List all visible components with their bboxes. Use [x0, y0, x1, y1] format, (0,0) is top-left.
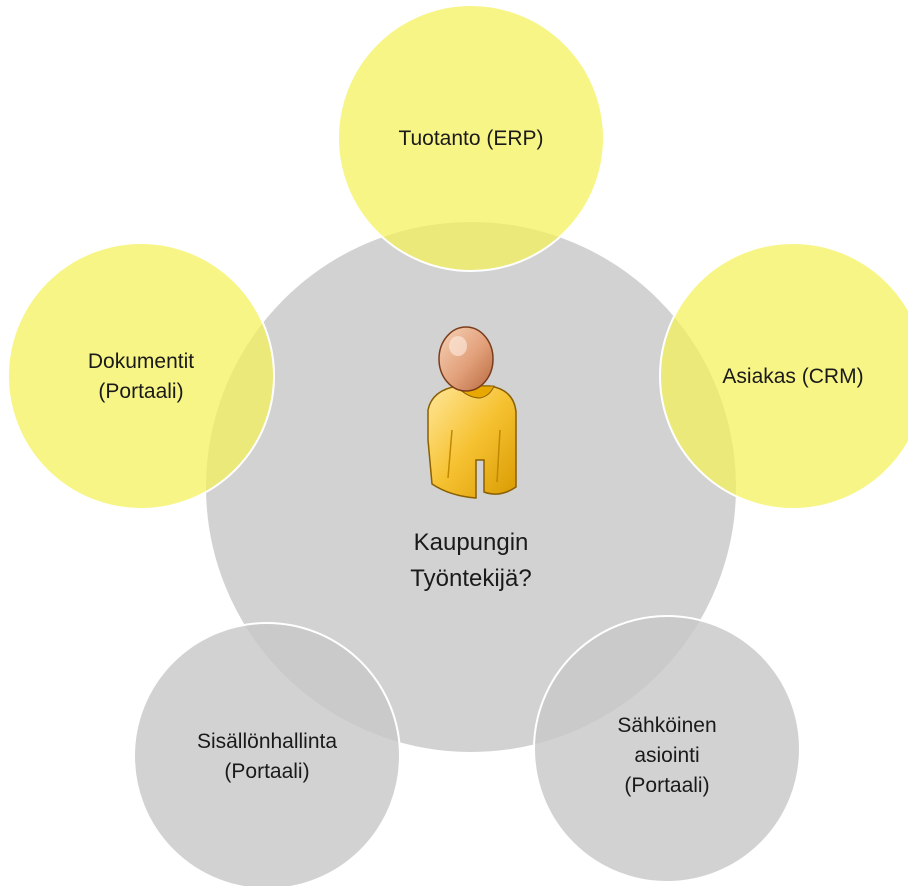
label-line: (Portaali) [98, 380, 183, 403]
label-line: Dokumentit [88, 350, 194, 373]
satellite-label-sisallonhallinta: Sisällönhallinta (Portaali) [197, 730, 337, 783]
label-line: Tuotanto (ERP) [398, 127, 543, 150]
label-line: Työntekijä? [410, 565, 531, 592]
satellite-circle-dokumentit [7, 242, 275, 510]
label-line: asiointi [634, 744, 699, 767]
label-line: Sähköinen [617, 714, 716, 737]
label-line: (Portaali) [224, 760, 309, 783]
satellite-circle-asiakas [659, 242, 908, 510]
satellite-label-sahkoinen: Sähköinen asiointi (Portaali) [617, 714, 716, 797]
label-line: Asiakas (CRM) [722, 365, 863, 388]
satellite-label-asiakas: Asiakas (CRM) [722, 365, 863, 388]
satellite-label-dokumentit: Dokumentit (Portaali) [88, 350, 194, 403]
label-line: Sisällönhallinta [197, 730, 337, 753]
satellite-circle-sahkoinen [533, 615, 801, 883]
person-icon [427, 326, 517, 499]
satellite-circle-tuotanto [337, 4, 605, 272]
satellite-circle-sisallonhallinta [133, 622, 401, 886]
label-line: Kaupungin [414, 529, 529, 556]
label-line: (Portaali) [624, 774, 709, 797]
satellite-label-tuotanto: Tuotanto (ERP) [398, 127, 543, 150]
